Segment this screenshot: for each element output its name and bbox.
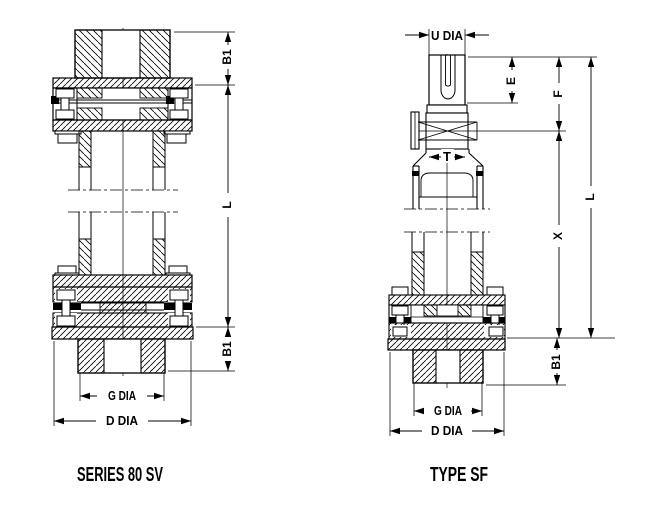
right-bell-seal-left bbox=[412, 171, 419, 176]
left-dimensions: B1 L B1 G DIA D DIA bbox=[53, 31, 235, 428]
dim-label-t: T bbox=[443, 149, 451, 164]
right-stub-shaft bbox=[426, 54, 468, 114]
right-bell-housing bbox=[412, 149, 484, 209]
right-shaft-collar bbox=[426, 104, 468, 114]
left-bottom-hub bbox=[77, 338, 166, 374]
dim-label-u-dia: U DIA bbox=[431, 28, 464, 43]
left-upper-bolt-right bbox=[169, 88, 189, 120]
left-upper-bolt-left bbox=[55, 88, 75, 120]
left-upper-seal-left bbox=[51, 96, 59, 104]
dim-u-dia: U DIA bbox=[405, 28, 489, 55]
right-bottom-flange-plate bbox=[387, 338, 506, 351]
dim-label-b1-right: B1 bbox=[549, 354, 563, 370]
left-lower-bolt-right bbox=[169, 289, 189, 327]
dim-label-b1-top-left: B1 bbox=[220, 49, 234, 65]
left-upper-flange-plate bbox=[52, 77, 193, 89]
dim-label-e: E bbox=[504, 77, 518, 85]
left-bottom-flange-plate bbox=[51, 326, 194, 340]
right-bell-seal-right bbox=[476, 171, 483, 176]
right-bottom-hub bbox=[412, 349, 484, 384]
dim-label-g-dia-left: G DIA bbox=[108, 388, 136, 403]
dim-label-d-dia-left: D DIA bbox=[106, 413, 139, 428]
left-upper-coupling-stack bbox=[51, 87, 193, 121]
dim-label-g-dia-right: G DIA bbox=[434, 403, 462, 418]
dim-label-b1-bottom-left: B1 bbox=[220, 341, 234, 357]
left-lower-coupling-stack bbox=[52, 286, 193, 328]
caption-type-sf: TYPE SF bbox=[430, 464, 488, 486]
left-drawing-series-80-sv: B1 L B1 G DIA D DIA SERIES 80 SV bbox=[51, 28, 235, 486]
right-coupling-stack bbox=[388, 286, 506, 340]
left-lower-center-spacer bbox=[99, 301, 147, 314]
right-dimensions: E F X L B1 G DIA bbox=[389, 56, 615, 438]
dim-label-f: F bbox=[551, 90, 565, 97]
dim-label-l-right: L bbox=[583, 193, 597, 200]
left-top-shaft-section bbox=[74, 29, 171, 79]
dim-label-d-dia-right: D DIA bbox=[431, 423, 464, 438]
dim-label-x: X bbox=[551, 232, 565, 240]
left-lower-bolt-left bbox=[56, 289, 76, 327]
left-lower-tube-flange bbox=[52, 274, 193, 288]
caption-series-80-sv: SERIES 80 SV bbox=[77, 464, 163, 486]
dim-label-l-left: L bbox=[220, 201, 234, 208]
left-upper-seal-right bbox=[166, 96, 174, 104]
right-drawing-type-sf: U DIA T bbox=[387, 28, 615, 486]
dim-t: T bbox=[429, 149, 465, 164]
left-upper-tube bbox=[78, 130, 166, 190]
left-lower-tube bbox=[78, 212, 166, 276]
left-upper-lower-flange-plate bbox=[52, 119, 193, 132]
